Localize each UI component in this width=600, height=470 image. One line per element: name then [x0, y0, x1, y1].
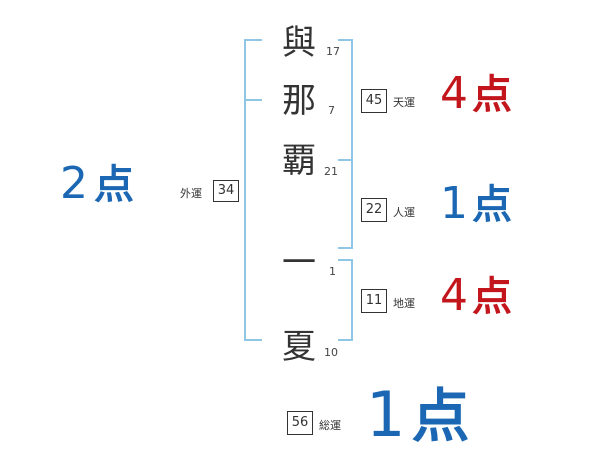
gaikaku-score-number: 2 — [60, 158, 88, 209]
jinkaku-label: 人運 — [393, 206, 415, 219]
tenkaku-score-unit: 点 — [472, 72, 512, 118]
name-char-2: 那 — [282, 81, 316, 121]
soukaku-label: 総運 — [319, 419, 341, 432]
tenkaku-bracket — [338, 39, 353, 161]
chikaku-score-number: 4 — [440, 270, 468, 321]
stroke-count-5: 10 — [324, 346, 338, 359]
soukaku-score-number: 1 — [366, 378, 406, 451]
tenkaku-value: 45 — [361, 89, 387, 113]
tenkaku-label: 天運 — [393, 96, 415, 109]
outer-bracket — [244, 39, 262, 341]
gaikaku-value: 34 — [213, 180, 239, 202]
chikaku-label: 地運 — [393, 297, 415, 310]
stroke-count-1: 17 — [326, 45, 340, 58]
tenkaku-score-number: 4 — [440, 68, 468, 119]
stroke-count-3: 21 — [324, 165, 338, 178]
name-char-1: 與 — [282, 23, 316, 63]
name-char-3: 覇 — [282, 141, 316, 181]
name-char-4: 一 — [282, 243, 316, 283]
chikaku-score-unit: 点 — [472, 274, 512, 320]
stroke-count-4: 1 — [329, 265, 336, 278]
gaikaku-score-unit: 点 — [94, 162, 134, 208]
stroke-count-2: 7 — [328, 104, 335, 117]
chikaku-value: 11 — [361, 289, 387, 313]
jinkaku-score-unit: 点 — [472, 182, 512, 228]
name-char-5: 夏 — [282, 327, 316, 367]
jinkaku-bracket — [338, 159, 353, 249]
chikaku-bracket — [338, 259, 353, 341]
jinkaku-value: 22 — [361, 198, 387, 222]
gaikaku-label: 外運 — [180, 187, 202, 200]
soukaku-score-unit: 点 — [411, 382, 470, 450]
soukaku-value: 56 — [287, 411, 313, 435]
jinkaku-score-number: 1 — [440, 178, 468, 229]
